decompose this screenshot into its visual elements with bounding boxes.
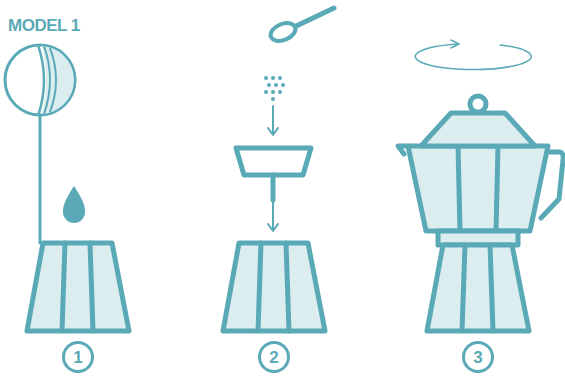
circle-shape [464,343,493,372]
coffee-dot [274,83,278,87]
step-number-circle: 1 [62,341,94,373]
circle-shape [260,343,289,372]
circle-shape [64,343,93,372]
step-number-circle: 3 [462,341,494,373]
coffee-dot [267,83,271,87]
step-number: 2 [269,349,278,366]
pot-spout [398,146,408,154]
step-number-circle: 2 [258,341,290,373]
chamber-rib [496,146,498,231]
coffee-dot [278,90,282,94]
drawing-group [5,8,563,331]
step-number: 1 [73,349,82,366]
upper-chamber [408,146,548,231]
down-arrow [272,106,274,134]
arrow-head [268,128,278,135]
arrow-head [268,224,278,231]
chamber-rib [458,146,460,231]
coffee-funnel [236,148,311,175]
boiler-chamber [27,243,129,331]
coffee-dot [271,76,275,80]
diagram-title: MODEL 1 [8,16,80,36]
coffee-grounds [264,76,285,101]
valve-arc [44,46,50,114]
valve-fill [40,40,80,120]
valve-detail [38,40,80,120]
pot-lid [421,113,535,146]
valve-arc [50,48,56,112]
water-drop [63,186,85,223]
funnel-stem [271,175,276,200]
chamber-rib [258,243,261,331]
chamber-rib [62,243,65,331]
chamber-rib [490,245,493,331]
chamber-rib [286,243,289,331]
chamber-rib [90,243,93,331]
boiler-chamber [427,245,529,331]
arrow-head [451,40,459,48]
coffee-dot [281,83,285,87]
spoon-handle [292,8,334,28]
valve-arc [38,45,44,116]
coffee-dot [271,90,275,94]
step-number: 3 [473,349,482,366]
leader-line [39,114,42,243]
boiler-chamber [223,243,325,331]
down-arrow [272,200,274,230]
coffee-dot [264,76,268,80]
chamber-rib [462,245,465,331]
rotation-arrow [415,44,531,70]
coffee-dot [278,76,282,80]
spoon-bowl [268,20,298,45]
coffee-dot [271,97,275,101]
coffee-dot [264,90,268,94]
lid-knob [470,96,486,112]
